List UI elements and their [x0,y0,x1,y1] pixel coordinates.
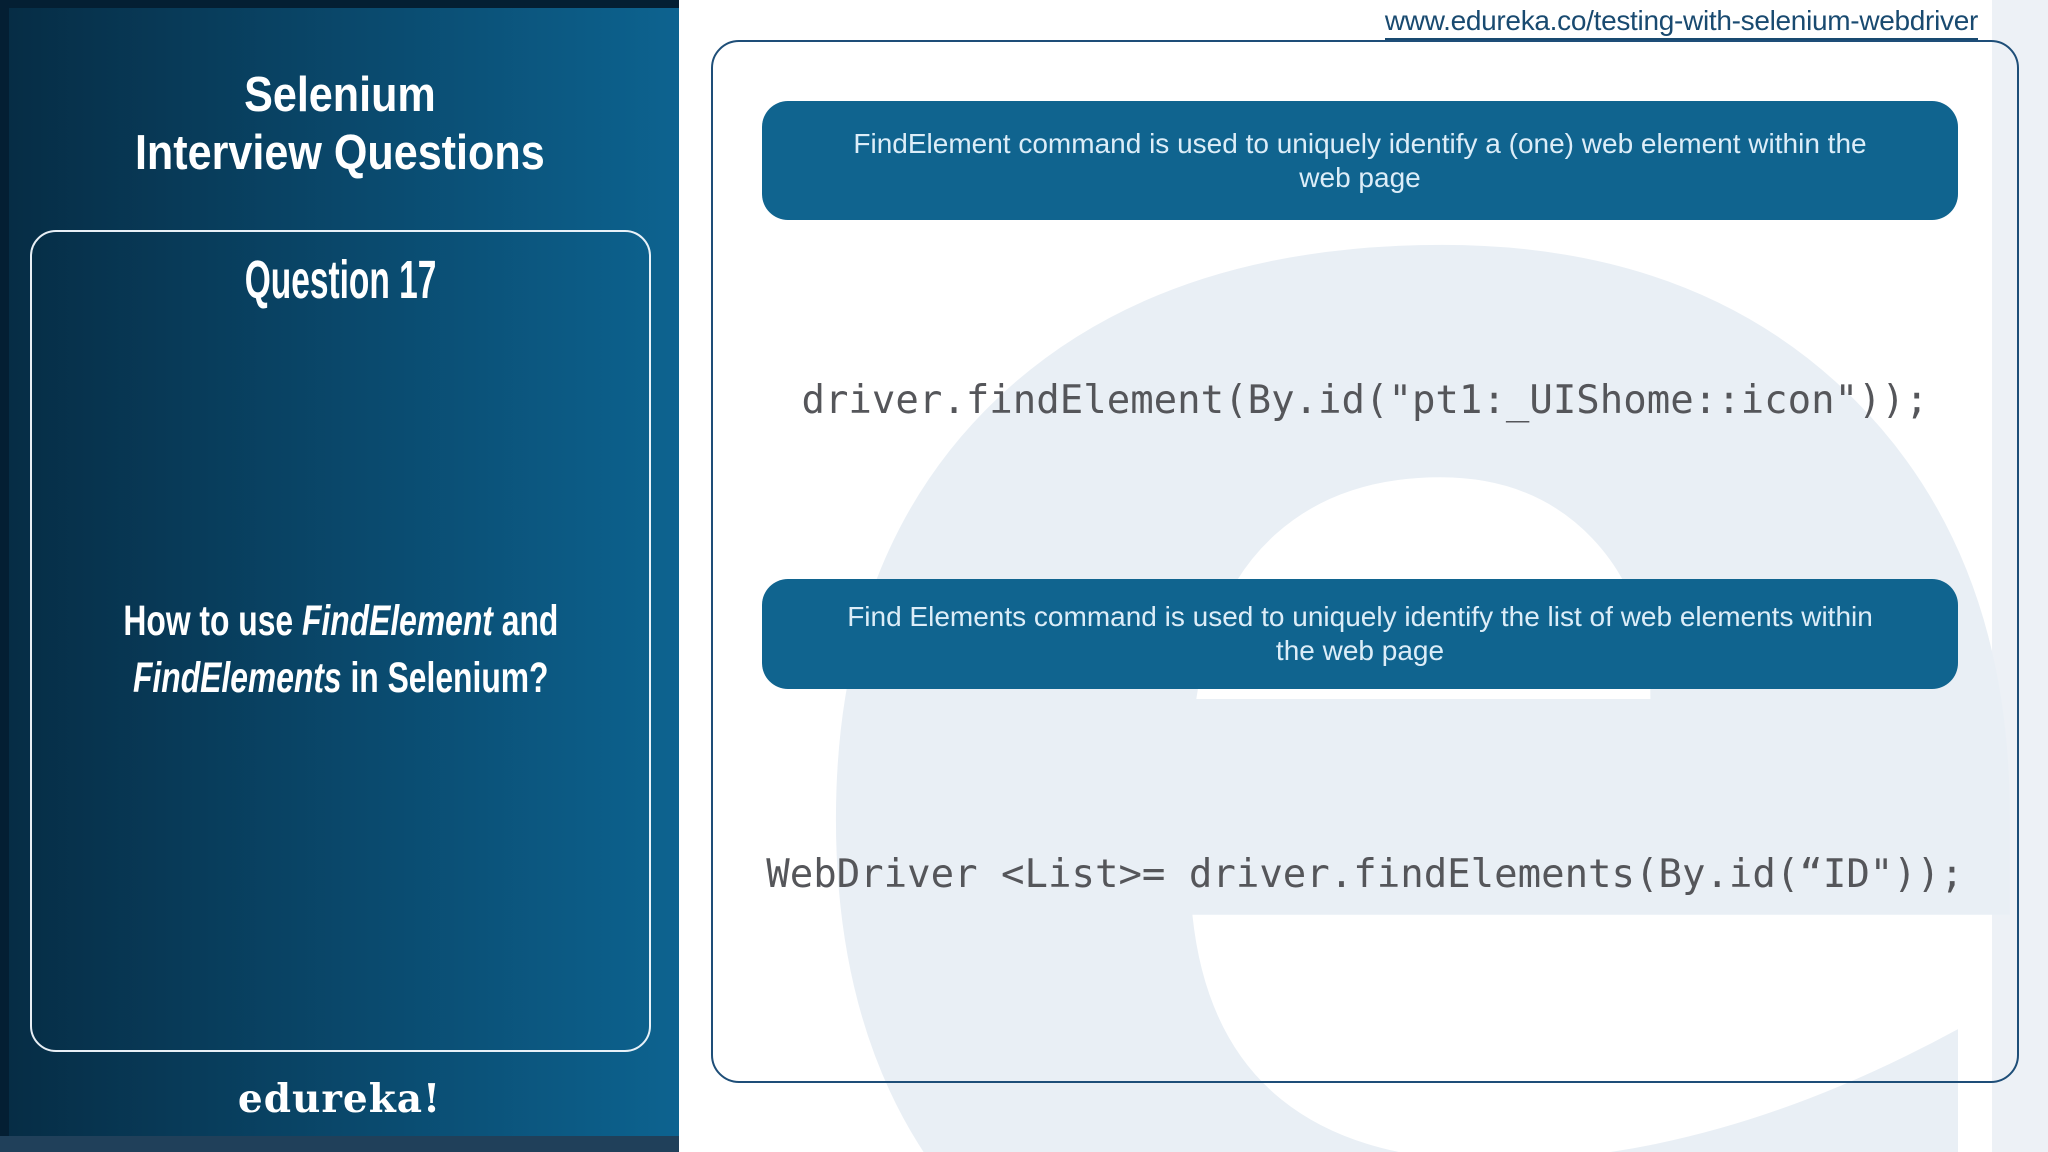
deck-title-line2: Interview Questions [134,126,545,180]
content-panel: e www.edureka.co/testing-with-selenium-w… [679,0,2048,1152]
course-url-link[interactable]: www.edureka.co/testing-with-selenium-web… [1384,5,1978,40]
content-box [711,40,2019,1083]
sidebar-bottom-strip [0,1136,679,1152]
question-text: How to use FindElement and FindElements … [32,593,649,707]
question-number: Question 17 [244,250,437,310]
sidebar-top-edge [0,0,679,8]
question-text-line2: FindElements in Selenium? [132,654,549,702]
sidebar: Selenium Interview Questions Question 17… [0,0,679,1152]
findelements-code: WebDriver <List>= driver.findElements(By… [766,852,1964,897]
deck-title-line1: Selenium [243,68,436,122]
findelement-code: driver.findElement(By.id("pt1:_UIShome::… [801,378,1929,423]
sidebar-left-edge [0,0,9,1152]
right-edge-strip [1992,0,2048,1152]
findelements-banner: Find Elements command is used to uniquel… [762,579,1958,689]
edureka-logo: edureka! [237,1076,442,1122]
question-box: Question 17 How to use FindElement and F… [30,230,651,1052]
question-text-line1: How to use FindElement and [123,597,558,645]
deck-title: Selenium Interview Questions [0,66,679,182]
findelement-banner: FindElement command is used to uniquely … [762,101,1958,220]
